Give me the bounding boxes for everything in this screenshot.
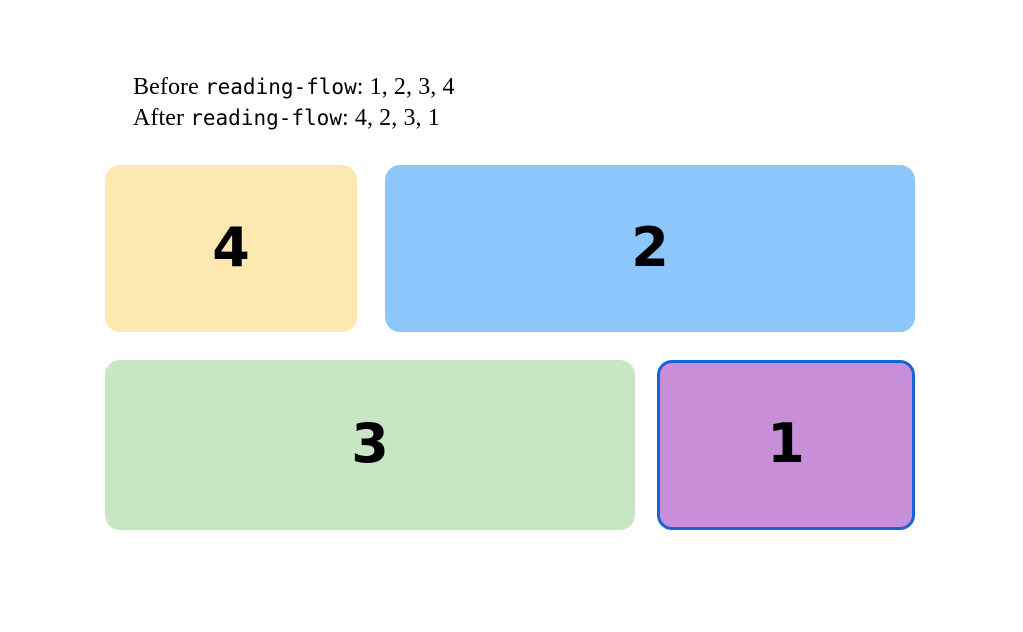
grid-item-label: 4 [212,215,250,279]
grid-item-4[interactable]: 4 [105,165,357,332]
reading-flow-property-name: reading-flow [205,75,357,99]
caption-after-order: 4, 2, 3, 1 [354,105,440,131]
caption-line-after: After reading-flow: 4, 2, 3, 1 [133,103,893,134]
caption-line-before: Before reading-flow: 1, 2, 3, 4 [133,72,893,103]
caption-before-prefix: Before [133,74,205,100]
grid-item-2[interactable]: 2 [385,165,915,332]
reading-flow-caption: Before reading-flow: 1, 2, 3, 4 After re… [133,72,893,134]
reading-flow-grid: 4 2 3 1 [105,165,915,530]
grid-item-1-focused[interactable]: 1 [657,360,915,530]
grid-item-label: 3 [351,412,389,475]
caption-after-separator: : [341,105,355,131]
grid-item-label: 1 [767,412,805,475]
reading-flow-property-name: reading-flow [190,106,342,130]
caption-before-order: 1, 2, 3, 4 [369,74,455,100]
caption-before-separator: : [356,74,370,100]
grid-item-label: 2 [631,215,669,279]
grid-item-3[interactable]: 3 [105,360,635,530]
caption-after-prefix: After [133,105,191,131]
